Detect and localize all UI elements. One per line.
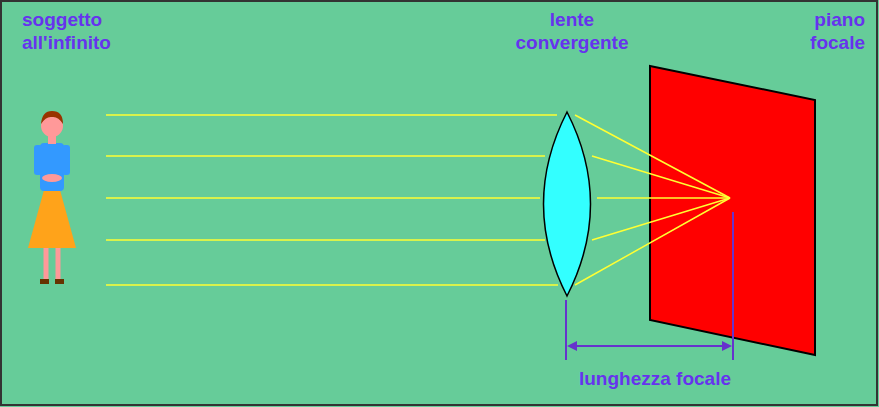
light-rays xyxy=(106,115,730,285)
subject-label: soggetto all'infinito xyxy=(22,8,152,54)
focal-length-dimension xyxy=(566,212,733,360)
focal-length-label: lunghezza focale xyxy=(576,367,734,390)
subject-figure xyxy=(28,111,76,284)
converging-lens xyxy=(544,112,591,296)
lens-label: lente convergente xyxy=(507,8,637,54)
plane-label: piano focale xyxy=(785,8,865,54)
